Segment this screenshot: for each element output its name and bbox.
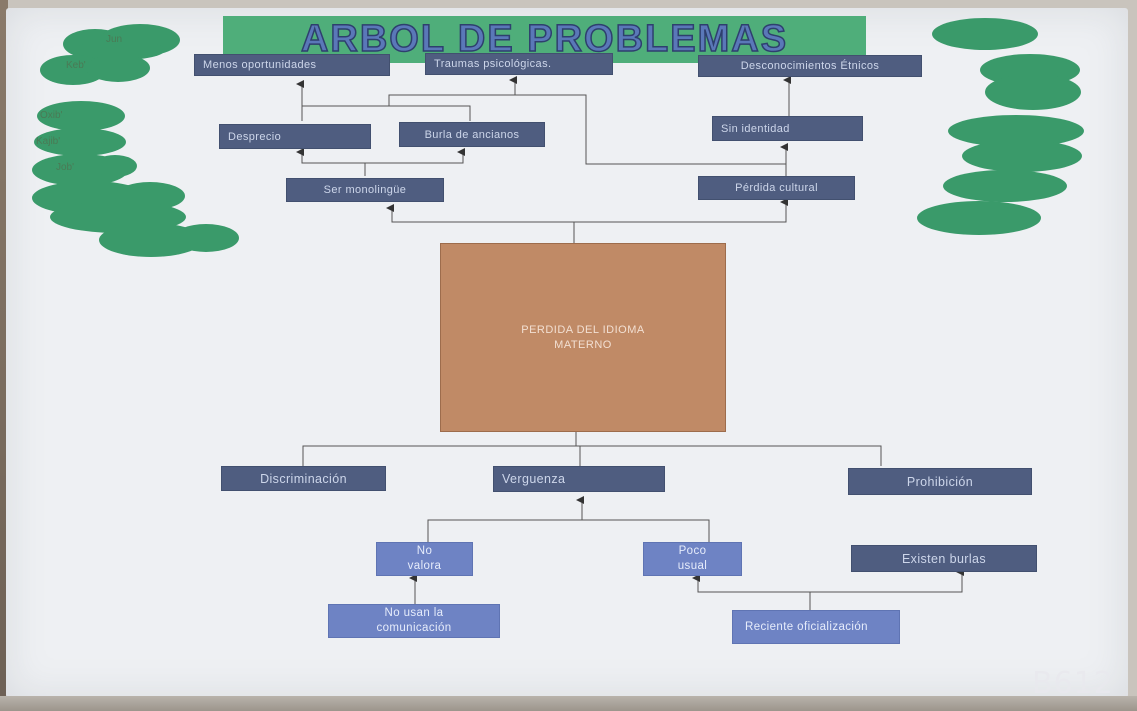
- cause-prohibicion: Prohibición: [848, 468, 1032, 495]
- arrow-to-burla: [365, 148, 465, 164]
- cause-reciente-oficializacion: Reciente oficialización: [732, 610, 900, 644]
- watermark-logo: B612: [1032, 666, 1114, 701]
- arrow-to-poco-usual: [692, 574, 811, 610]
- foliage-cloud-5: [32, 154, 137, 186]
- foliage-cloud-9: [932, 18, 1038, 50]
- foliage-cloud-11: [948, 115, 1084, 147]
- central-problem-box: PERDIDA DEL IDIOMA MATERNO: [440, 243, 726, 432]
- arrow-central-to-perdida-cultural: [574, 198, 788, 223]
- foliage-cloud-8: [99, 223, 239, 257]
- effect-desprecio: Desprecio: [219, 124, 371, 149]
- cause-no-usan-la-comunicacion: No usan la comunicación: [328, 604, 500, 638]
- leaf-label-oxib: Oxib': [40, 110, 63, 121]
- effect-sin-identidad: Sin identidad: [712, 116, 863, 141]
- leaf-label-kajib: Kajib': [36, 136, 61, 147]
- arrow-central-to-ser-monolingue: [386, 204, 575, 243]
- foliage-cloud-13: [943, 170, 1067, 202]
- foliage-cloud-4: [34, 128, 126, 156]
- effect-traumas-psicologicas: Traumas psicológicas.: [425, 53, 613, 75]
- board-frame-edge: [0, 0, 8, 711]
- effect-burla-de-ancianos: Burla de ancianos: [399, 122, 545, 147]
- foliage-cloud-3: [37, 101, 125, 131]
- effect-desconocimientos-etnicos: Desconocimientos Étnicos: [698, 55, 922, 77]
- effect-ser-monolingue: Ser monolingüe: [286, 178, 444, 202]
- board-frame-bottom: [0, 696, 1137, 711]
- leaf-label-job: Job': [56, 162, 75, 173]
- central-problem-label: PERDIDA DEL IDIOMA MATERNO: [521, 323, 645, 351]
- foliage-cloud-10: [980, 54, 1081, 110]
- cause-existen-burlas: Existen burlas: [851, 545, 1037, 572]
- effect-menos-oportunidades: Menos oportunidades: [194, 54, 390, 76]
- effect-perdida-cultural: Pérdida cultural: [698, 176, 855, 200]
- cause-verguenza: Verguenza: [493, 466, 665, 492]
- arrow-to-existen-burlas: [810, 568, 964, 593]
- cause-discriminacion: Discriminación: [221, 466, 386, 491]
- foliage-cloud-1: [63, 24, 180, 60]
- arrow-to-traumas: [301, 76, 517, 121]
- leaf-label-keb: Keb': [66, 60, 86, 71]
- cause-no-valora: No valora: [376, 542, 473, 576]
- foliage-cloud-12: [962, 140, 1082, 172]
- leaf-label-jun: Jun: [106, 34, 123, 45]
- foliage-cloud-2: [40, 54, 150, 85]
- cause-poco-usual: Poco usual: [643, 542, 742, 576]
- arrow-to-desprecio: [296, 148, 366, 176]
- foliage-cloud-14: [917, 201, 1041, 235]
